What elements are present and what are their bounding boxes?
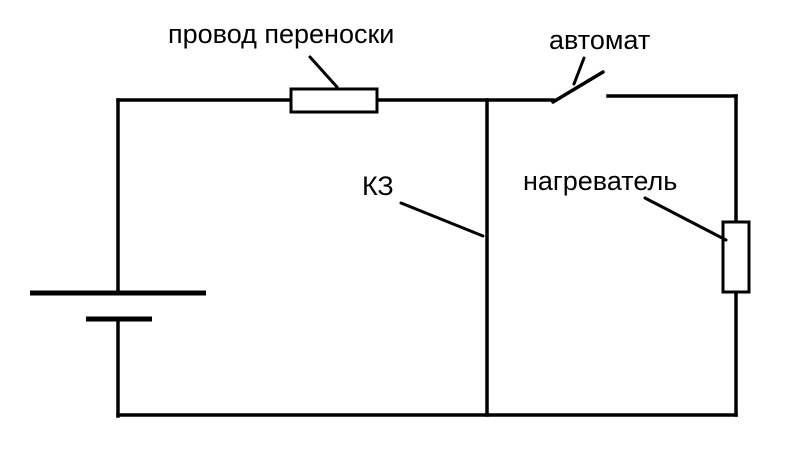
breaker-pointer-line <box>572 56 586 86</box>
battery-symbol <box>30 290 206 322</box>
short-circuit-pointer-line <box>399 201 485 238</box>
heater-pointer-line <box>643 196 728 242</box>
extension-cord-resistor <box>289 87 379 114</box>
heater-label: нагреватель <box>523 166 678 196</box>
label-pointers <box>308 55 728 242</box>
heater-resistor <box>721 220 751 294</box>
breaker-switch <box>551 70 605 104</box>
circuit-wires <box>116 94 738 418</box>
extension-cord-pointer-line <box>308 55 339 89</box>
short-circuit-label: КЗ <box>362 171 394 201</box>
extension-cord-label: провод переноски <box>168 19 395 49</box>
breaker-label: автомат <box>549 25 651 55</box>
